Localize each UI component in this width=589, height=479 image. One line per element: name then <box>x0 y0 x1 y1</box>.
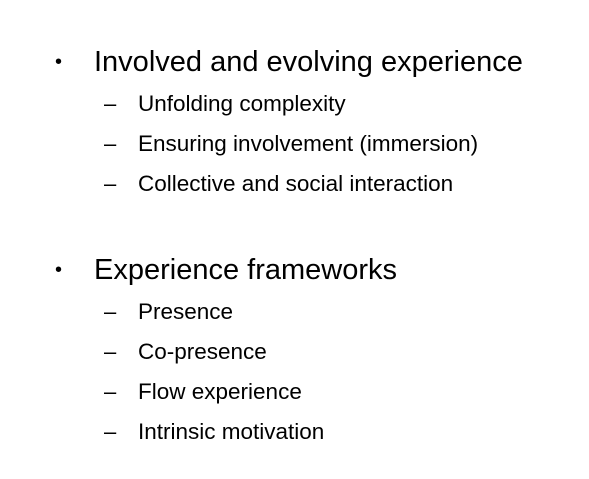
sub-bullet-text: Flow experience <box>138 379 302 404</box>
main-bullet-text: Involved and evolving experience <box>94 46 523 78</box>
sub-bullet-text: Unfolding complexity <box>138 91 346 116</box>
main-bullet-text: Experience frameworks <box>94 254 397 286</box>
main-bullet: • Experience frameworks <box>0 248 589 292</box>
sub-bullet-item: – Unfolding complexity <box>0 84 589 124</box>
sub-bullet-list: – Unfolding complexity – Ensuring involv… <box>0 84 589 204</box>
dash-icon: – <box>104 339 117 364</box>
sub-bullet-item: – Ensuring involvement (immersion) <box>0 124 589 164</box>
sub-bullet-text: Co-presence <box>138 339 267 364</box>
dash-icon: – <box>104 419 117 444</box>
dash-icon: – <box>104 131 117 156</box>
sub-bullet-item: – Intrinsic motivation <box>0 412 589 452</box>
sub-bullet-text: Intrinsic motivation <box>138 419 325 444</box>
dash-icon: – <box>104 379 117 404</box>
main-bullet: • Involved and evolving experience <box>0 40 589 84</box>
bullet-dot-icon: • <box>55 51 63 73</box>
bullet-section-experience-frameworks: • Experience frameworks – Presence – Co-… <box>0 248 589 452</box>
dash-icon: – <box>104 299 117 324</box>
dash-icon: – <box>104 91 117 116</box>
dash-icon: – <box>104 171 117 196</box>
bullet-section-involved-experience: • Involved and evolving experience – Unf… <box>0 40 589 204</box>
sub-bullet-item: – Presence <box>0 292 589 332</box>
sub-bullet-text: Ensuring involvement (immersion) <box>138 131 479 156</box>
sub-bullet-text: Presence <box>138 299 234 324</box>
sub-bullet-text: Collective and social interaction <box>138 171 454 196</box>
sub-bullet-item: – Co-presence <box>0 332 589 372</box>
bullet-dot-icon: • <box>55 259 63 281</box>
sub-bullet-item: – Flow experience <box>0 372 589 412</box>
sub-bullet-list: – Presence – Co-presence – Flow experien… <box>0 292 589 452</box>
sub-bullet-item: – Collective and social interaction <box>0 164 589 204</box>
